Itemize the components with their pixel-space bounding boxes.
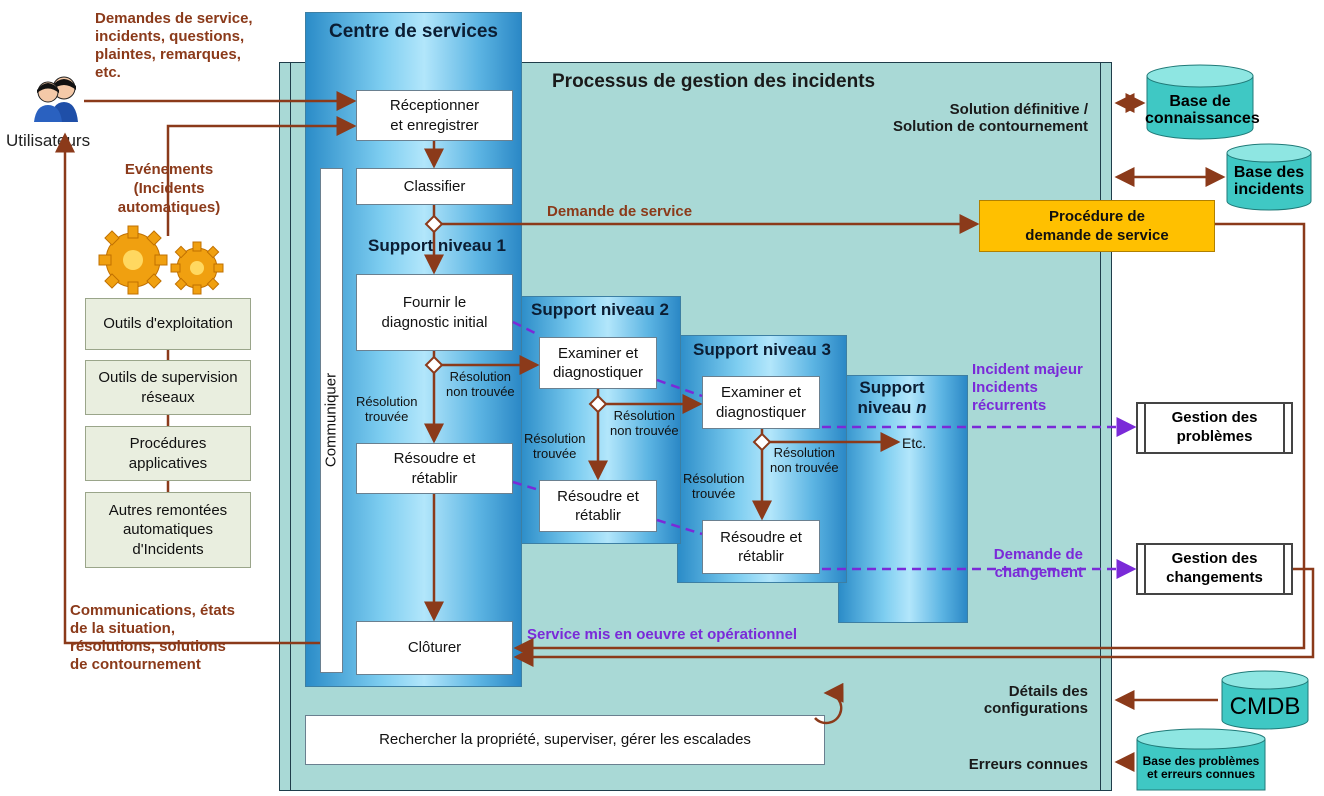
resolve-recover-step-2[interactable]: Résoudre et rétablir — [539, 480, 657, 532]
problems-errors-db[interactable]: Base des problèmes et erreurs connues — [1135, 728, 1267, 791]
change-management[interactable]: Gestion des changements — [1136, 543, 1293, 595]
incidents-db[interactable]: Base des incidents — [1225, 143, 1313, 211]
resolve-recover-step-3[interactable]: Résoudre et rétablir — [702, 520, 820, 574]
support-level-2-title: Support niveau 2 — [531, 300, 669, 319]
knowledge-base-label: Base de connaissances — [1145, 93, 1260, 127]
support-level-1-title: Support niveau 1 — [368, 236, 506, 255]
database-icon — [1221, 670, 1309, 730]
not-found-label-1: Résolution non trouvée — [446, 369, 515, 399]
major-incident-label: Incident majeur Incidents récurrents — [972, 361, 1083, 414]
receive-record-step[interactable]: Réceptionner et enregistrer — [356, 90, 513, 141]
tool-application-procedures[interactable]: Procédures applicatives — [85, 426, 251, 481]
found-label-1: Résolution trouvée — [356, 394, 418, 424]
problems-errors-label: Base des problèmes et erreurs connues — [1142, 754, 1260, 781]
tool-network-supervision[interactable]: Outils de supervision réseaux — [85, 360, 251, 415]
close-step[interactable]: Clôturer — [356, 621, 513, 675]
process-title: Processus de gestion des incidents — [552, 71, 876, 92]
database-icon — [1136, 728, 1266, 791]
service-center-title: Centre de services — [329, 21, 498, 42]
gears-icon — [95, 218, 230, 298]
events-label: Evénements (Incidents automatiques) — [117, 161, 221, 216]
problem-management[interactable]: Gestion des problèmes — [1136, 402, 1293, 454]
users-label: Utilisateurs — [6, 131, 91, 150]
config-details-label: Détails des configurations — [983, 683, 1088, 718]
classify-step[interactable]: Classifier — [356, 168, 513, 205]
initial-diagnosis-step[interactable]: Fournir le diagnostic initial — [356, 274, 513, 351]
service-live-label: Service mis en oeuvre et opérationnel — [527, 626, 798, 643]
etc-label: Etc. — [902, 435, 927, 451]
cmdb-db[interactable]: CMDB — [1220, 670, 1310, 730]
knowledge-base-db[interactable]: Base de connaissances — [1145, 64, 1260, 140]
found-label-3: Résolution trouvée — [683, 471, 745, 501]
found-label-2: Résolution trouvée — [524, 431, 586, 461]
database-icon — [1226, 143, 1312, 211]
incidents-db-label: Base des incidents — [1233, 164, 1305, 198]
not-found-label-3: Résolution non trouvée — [770, 445, 839, 475]
service-request-procedure[interactable]: Procédure de demande de service — [979, 200, 1215, 252]
communicate-label: Communiquer — [322, 372, 340, 468]
communications-label: Communications, états de la situation, r… — [70, 602, 236, 673]
database-icon — [1146, 64, 1254, 140]
support-level-3-title: Support niveau 3 — [693, 340, 831, 359]
support-level-n-title: Support niveau n — [857, 378, 927, 417]
service-request-label: Demande de service — [547, 203, 693, 220]
user-requests-label: Demandes de service, incidents, question… — [95, 10, 253, 81]
examine-diagnose-step-3[interactable]: Examiner et diagnostiquer — [702, 376, 820, 429]
change-request-label: Demande de changement — [993, 546, 1083, 581]
resolve-recover-step-1[interactable]: Résoudre et rétablir — [356, 443, 513, 494]
tool-other-automatic[interactable]: Autres remontées automatiques d'Incident… — [85, 492, 251, 568]
users-icon — [32, 74, 84, 124]
not-found-label-2: Résolution non trouvée — [610, 408, 679, 438]
tool-operations[interactable]: Outils d'exploitation — [85, 298, 251, 350]
search-supervise-step[interactable]: Rechercher la propriété, superviser, gér… — [305, 715, 825, 765]
known-errors-label: Erreurs connues — [968, 756, 1088, 773]
solution-label: Solution définitive / Solution de contou… — [893, 101, 1088, 136]
examine-diagnose-step-2[interactable]: Examiner et diagnostiquer — [539, 337, 657, 389]
cmdb-label: CMDB — [1229, 693, 1301, 720]
